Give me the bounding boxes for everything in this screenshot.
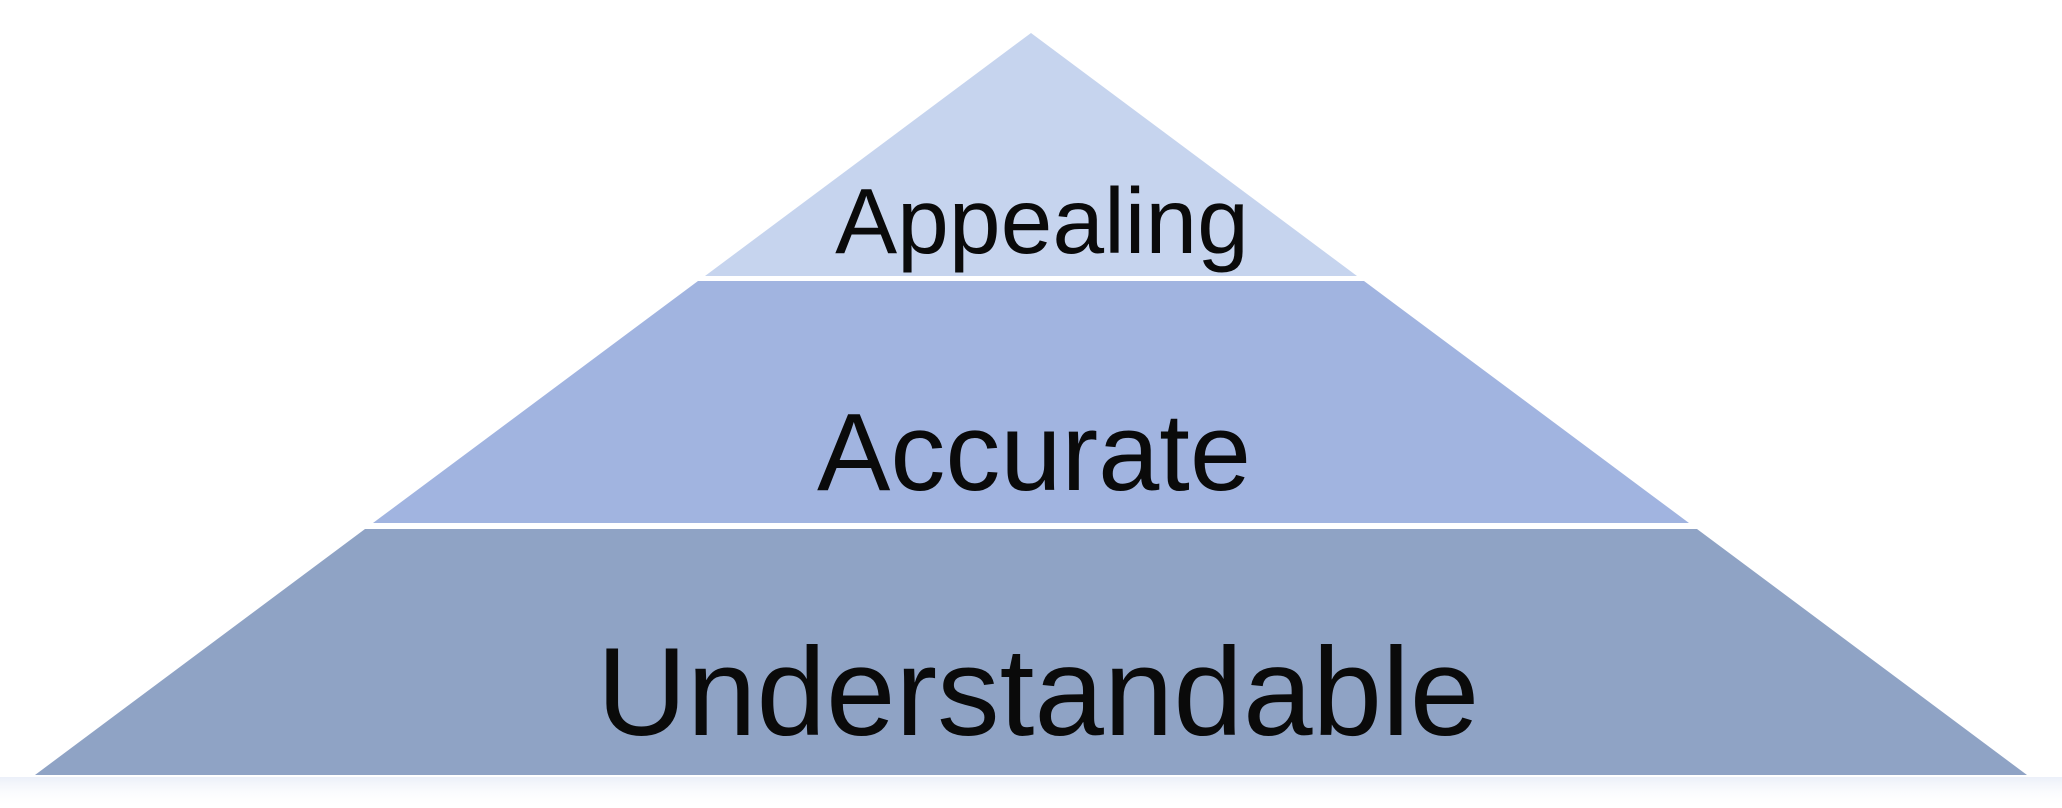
pyramid-tier-top-label: Appealing bbox=[835, 169, 1249, 273]
pyramid-tier-bottom-shape bbox=[35, 529, 2027, 775]
pyramid-tier-middle-shape bbox=[373, 281, 1689, 523]
pyramid-tier-bottom: Understandable bbox=[35, 529, 2027, 775]
base-glow bbox=[0, 777, 2062, 808]
pyramid-tier-top-shape bbox=[705, 33, 1357, 276]
pyramid-tier-top: Appealing bbox=[705, 33, 1357, 276]
pyramid-tier-middle: Accurate bbox=[373, 281, 1689, 523]
pyramid-tier-bottom-label: Understandable bbox=[597, 623, 1480, 762]
pyramid-tier-middle-label: Accurate bbox=[817, 391, 1251, 514]
